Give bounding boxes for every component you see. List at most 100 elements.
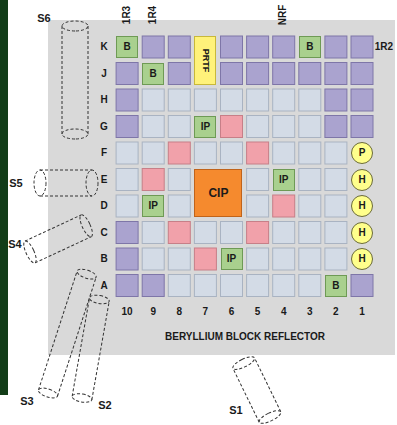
- core-cell: [299, 169, 321, 191]
- core-cell: [273, 63, 295, 85]
- position-label: H: [358, 228, 365, 238]
- core-cell: [116, 142, 138, 164]
- core-cell: [168, 36, 190, 58]
- position-label: H: [358, 175, 365, 185]
- core-cell: [116, 195, 138, 217]
- position-label: IP: [201, 122, 210, 132]
- core-cell: [325, 195, 347, 217]
- core-cell: [194, 89, 216, 111]
- core-cell: [351, 36, 373, 58]
- beam-tubes: [21, 21, 282, 425]
- tube-end: [34, 170, 46, 196]
- core-cell: [325, 63, 347, 85]
- tube-wall: [38, 271, 77, 390]
- position-label: B: [123, 42, 130, 52]
- tube-end: [89, 294, 110, 305]
- core-cell: [247, 89, 269, 111]
- core-position-box: IP: [273, 169, 295, 191]
- column-label: 4: [281, 307, 287, 317]
- core-position-circle: H: [351, 195, 373, 217]
- beam-tube-label: S6: [37, 13, 50, 24]
- core-cell: [299, 116, 321, 138]
- position-tag: 1R2: [375, 42, 393, 52]
- core-cell: [194, 142, 216, 164]
- core-cell: [168, 142, 190, 164]
- core-cell: [116, 275, 138, 297]
- tube-end: [76, 267, 97, 281]
- core-cell: [194, 275, 216, 297]
- beam-tube: [21, 213, 95, 264]
- tube-wall: [35, 237, 91, 263]
- position-label: CIP: [208, 187, 228, 199]
- row-label: B: [100, 254, 107, 264]
- position-tag: 1R4: [148, 6, 158, 24]
- position-label: B: [332, 281, 339, 291]
- core-cell: [273, 248, 295, 270]
- core-cell: [168, 195, 190, 217]
- central-position-box: CIP: [194, 169, 242, 218]
- core-cell: [168, 275, 190, 297]
- core-position-box: IP: [221, 248, 243, 270]
- core-cell: [116, 116, 138, 138]
- core-cell: [194, 222, 216, 244]
- beam-tube-label: S1: [229, 405, 242, 416]
- core-cell: [325, 222, 347, 244]
- core-cell: [247, 169, 269, 191]
- column-label: 6: [229, 307, 235, 317]
- core-cell: [221, 142, 243, 164]
- core-cell: [116, 89, 138, 111]
- tube-end: [62, 21, 88, 31]
- tube-wall: [40, 196, 92, 197]
- core-cell: [221, 63, 243, 85]
- core-position-box: IP: [142, 195, 164, 217]
- core-cell: [194, 248, 216, 270]
- position-label: H: [358, 254, 365, 264]
- tube-end: [86, 170, 98, 196]
- core-cell: [351, 116, 373, 138]
- core-cell: [351, 89, 373, 111]
- core-cell: [247, 248, 269, 270]
- beam-tube: [71, 294, 109, 404]
- core-cell: [273, 89, 295, 111]
- beam-tube-label: S3: [20, 396, 33, 407]
- core-cell: [116, 63, 138, 85]
- column-label: 7: [203, 307, 209, 317]
- core-cell: [247, 222, 269, 244]
- core-cell: [273, 116, 295, 138]
- core-position-box: IP: [194, 116, 216, 138]
- core-cell: [325, 36, 347, 58]
- core-cell: [325, 248, 347, 270]
- row-label: H: [100, 95, 107, 105]
- column-label: 9: [150, 307, 156, 317]
- core-cell: [116, 248, 138, 270]
- tube-wall: [62, 26, 63, 134]
- core-cell: [247, 116, 269, 138]
- reflector-block-fill: [48, 20, 395, 355]
- core-position-box: B: [116, 36, 138, 58]
- core-cell: [168, 89, 190, 111]
- core-cell: [168, 248, 190, 270]
- core-cell: [221, 116, 243, 138]
- core-cell: [221, 89, 243, 111]
- core-cell: [299, 89, 321, 111]
- core-cell: [247, 195, 269, 217]
- tube-wall: [72, 298, 89, 396]
- core-cell: [168, 116, 190, 138]
- core-position-circle: P: [351, 142, 373, 164]
- tube-wall: [92, 301, 109, 399]
- position-label: IP: [227, 254, 236, 264]
- column-label: 5: [255, 307, 261, 317]
- column-label: 8: [177, 307, 183, 317]
- position-tag: NRF: [278, 5, 288, 26]
- core-cell: [142, 36, 164, 58]
- position-label: B: [150, 69, 157, 79]
- core-cell: [221, 222, 243, 244]
- core-cell: [273, 275, 295, 297]
- core-cell: [247, 275, 269, 297]
- core-cell: [142, 275, 164, 297]
- tube-end: [77, 213, 94, 238]
- tube-wall: [254, 358, 280, 412]
- row-label: D: [100, 201, 107, 211]
- row-label: K: [100, 42, 107, 52]
- block-caption: BERYLLIUM BLOCK REFLECTOR: [165, 332, 325, 342]
